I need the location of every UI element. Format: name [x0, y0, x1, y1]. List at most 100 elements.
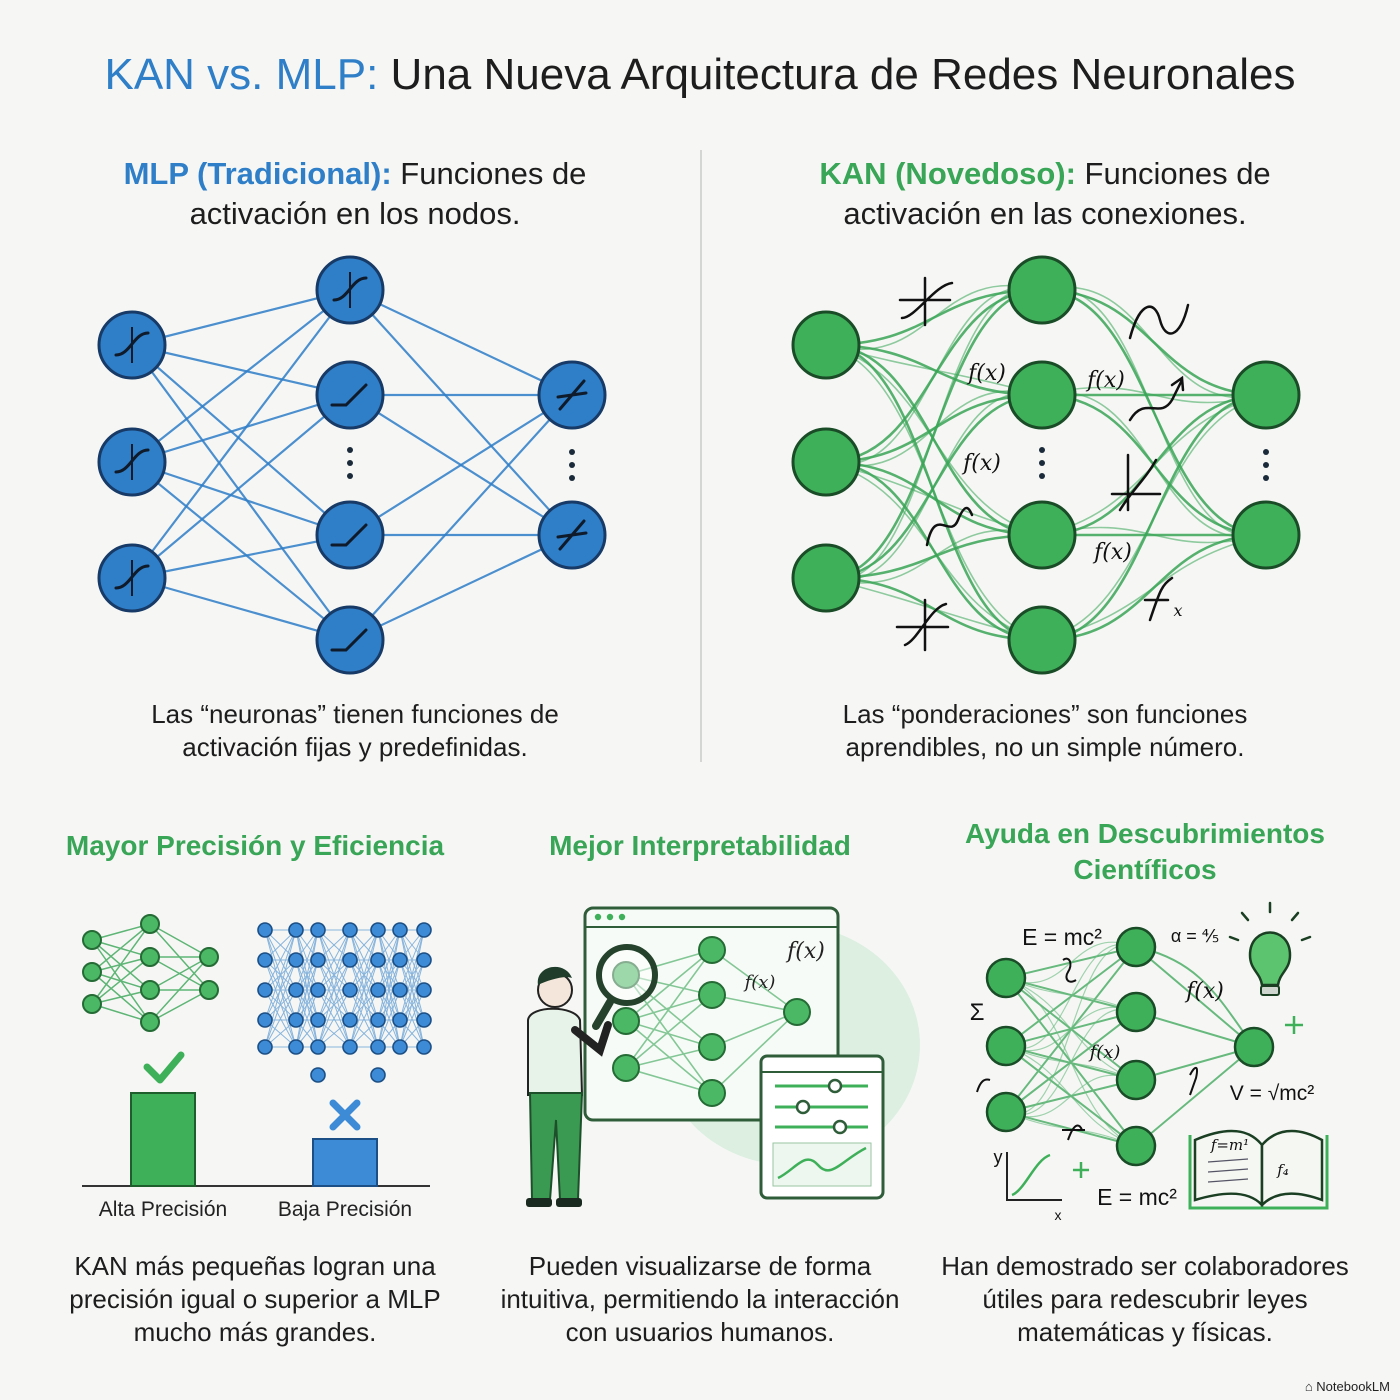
kan-node: [1007, 255, 1077, 325]
large-mlp-node: [310, 982, 326, 998]
kan-connection: [825, 344, 1043, 641]
mlp-connection: [131, 344, 351, 641]
ellipsis-dot: [1263, 449, 1269, 455]
formula-text: V = √mc²: [1230, 1082, 1314, 1105]
formula-text: E = mc²: [1022, 924, 1102, 950]
mlp-connection: [131, 533, 351, 580]
interpret-node: [698, 981, 726, 1009]
mlp-connection: [131, 344, 351, 536]
connection: [399, 929, 425, 991]
science-node: [1115, 991, 1157, 1033]
edge-function-label: f(x): [1092, 540, 1132, 565]
spline-icon: [925, 506, 974, 547]
connection: [625, 949, 713, 976]
interpret-label: f(x): [743, 972, 776, 993]
interpret-node: [612, 1007, 640, 1035]
activation-curve-icon: [330, 628, 368, 652]
connection: [91, 923, 151, 941]
formula-text: E = mc²: [1097, 1184, 1177, 1210]
connection: [264, 959, 297, 1048]
spline-icon: [1128, 303, 1190, 340]
connection: [349, 989, 379, 1048]
connection: [91, 923, 151, 1005]
kan-connection: [1041, 534, 1267, 641]
large-mlp-node: [416, 982, 432, 998]
large-mlp-node: [310, 952, 326, 968]
large-mlp-node: [370, 922, 386, 938]
connection: [399, 929, 425, 1021]
connection: [1005, 977, 1137, 1013]
kan-node: [1007, 605, 1077, 675]
person-arm: [571, 1021, 612, 1057]
connection: [295, 989, 319, 1048]
large-mlp-node: [392, 1039, 408, 1055]
connection: [399, 989, 425, 1048]
page-title: KAN vs. MLP: Una Nueva Arquitectura de R…: [104, 50, 1296, 99]
connection: [377, 929, 401, 1021]
connection: [349, 929, 379, 1021]
connection: [91, 956, 151, 1005]
connection: [317, 929, 351, 991]
kan-connection: [825, 284, 1043, 351]
interpret-connections: [625, 949, 798, 1094]
book-text-line: [1207, 1168, 1249, 1173]
connection: [399, 929, 425, 1048]
small-kan-node: [140, 914, 160, 934]
connection: [349, 959, 379, 1048]
integral-icon: [1062, 1124, 1085, 1141]
ellipsis-dot: [569, 449, 575, 455]
kan-connection: [825, 461, 1043, 641]
kan-node: [791, 310, 861, 380]
connection: [91, 1003, 151, 1023]
kan-heading: KAN (Novedoso): Funciones de activación …: [819, 156, 1271, 231]
large-mlp-node: [370, 1067, 386, 1083]
kan-node: [1231, 360, 1301, 430]
connection: [317, 929, 351, 1048]
small-kan-node: [140, 1012, 160, 1032]
lightbulb-base: [1260, 985, 1280, 996]
spline-icon: [1128, 375, 1185, 422]
mlp-connection: [349, 534, 573, 641]
spline-icon: [1110, 453, 1162, 512]
window-dot: [618, 913, 626, 921]
science-node: [985, 957, 1027, 999]
large-mlp-node: [392, 1012, 408, 1028]
mlp-node: [315, 360, 385, 430]
science-connections: [1005, 941, 1255, 1147]
window-dot: [594, 913, 602, 921]
mlp-connection: [349, 394, 573, 536]
light-ray: [1300, 935, 1312, 942]
connection: [1005, 1008, 1137, 1116]
connection: [149, 923, 210, 958]
lightbulb-icon: [1248, 931, 1292, 987]
large-mlp-node: [257, 922, 273, 938]
kan-connections: [825, 284, 1267, 642]
formula-text: α = ⅘: [1171, 926, 1219, 946]
large-mlp-node: [257, 952, 273, 968]
ellipsis-dot: [347, 447, 353, 453]
connection: [1005, 946, 1137, 1047]
interpret-node: [612, 1054, 640, 1082]
slider-knob: [832, 1119, 848, 1135]
connection: [711, 1011, 798, 1094]
large-mlp-node: [370, 982, 386, 998]
connection: [1005, 943, 1137, 1050]
connection: [625, 949, 713, 1022]
kan-connection: [825, 287, 1043, 581]
book-formula: f₄: [1276, 1161, 1289, 1179]
large-mlp-node: [257, 982, 273, 998]
magnifier-icon: [596, 944, 658, 1006]
science-node: [1115, 926, 1157, 968]
mini-axes-curve: [1011, 1153, 1051, 1197]
connection: [264, 929, 297, 1021]
edge-function-label: f(x): [961, 451, 1001, 476]
large-mlp-node: [310, 922, 326, 938]
light-ray: [1228, 935, 1240, 942]
high-precision-bar: [130, 1092, 196, 1187]
ellipsis-dot: [569, 475, 575, 481]
integral-icon: [1062, 957, 1077, 983]
ellipsis-dot: [1039, 473, 1045, 479]
